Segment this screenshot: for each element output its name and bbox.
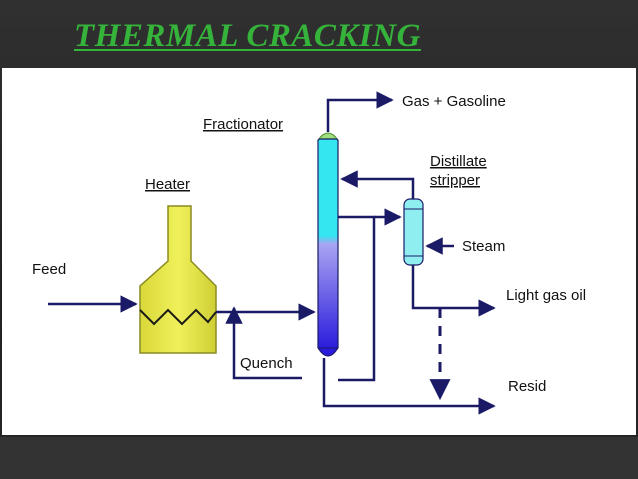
label-feed: Feed: [32, 261, 66, 278]
overhead-line: [326, 91, 394, 132]
label-steam: Steam: [462, 238, 505, 255]
process-flow-svg: Gas + Gasoline Fractionator Distillate s…: [32, 91, 586, 415]
heater-unit: [139, 205, 217, 354]
fractionator-column: [317, 132, 339, 357]
side-draw-line: [338, 215, 376, 382]
process-diagram: Gas + Gasoline Fractionator Distillate s…: [2, 68, 636, 435]
slide-title: THERMAL CRACKING: [74, 18, 421, 54]
label-resid: Resid: [508, 378, 546, 395]
quench-line: [225, 306, 302, 380]
slide-footer-bar: [0, 437, 638, 479]
label-heater: Heater: [145, 176, 190, 193]
label-fractionator: Fractionator: [203, 116, 283, 133]
label-distillate: Distillate: [430, 153, 487, 170]
flow-lines: [48, 91, 496, 415]
label-light-gas-oil: Light gas oil: [506, 287, 586, 304]
label-gas-gasoline: Gas + Gasoline: [402, 93, 506, 110]
label-stripper: stripper: [430, 172, 480, 189]
stripper-return-line: [340, 170, 415, 199]
heater-coil: [139, 308, 217, 326]
fractionator-body: [317, 138, 339, 350]
label-quench: Quench: [240, 355, 293, 372]
resid-line: [322, 358, 496, 415]
distillate-stripper-vessel: [403, 198, 424, 266]
light-gas-oil-line: [411, 265, 496, 317]
heater-body: [139, 205, 217, 354]
fractionator-bottom-cap: [317, 347, 339, 357]
